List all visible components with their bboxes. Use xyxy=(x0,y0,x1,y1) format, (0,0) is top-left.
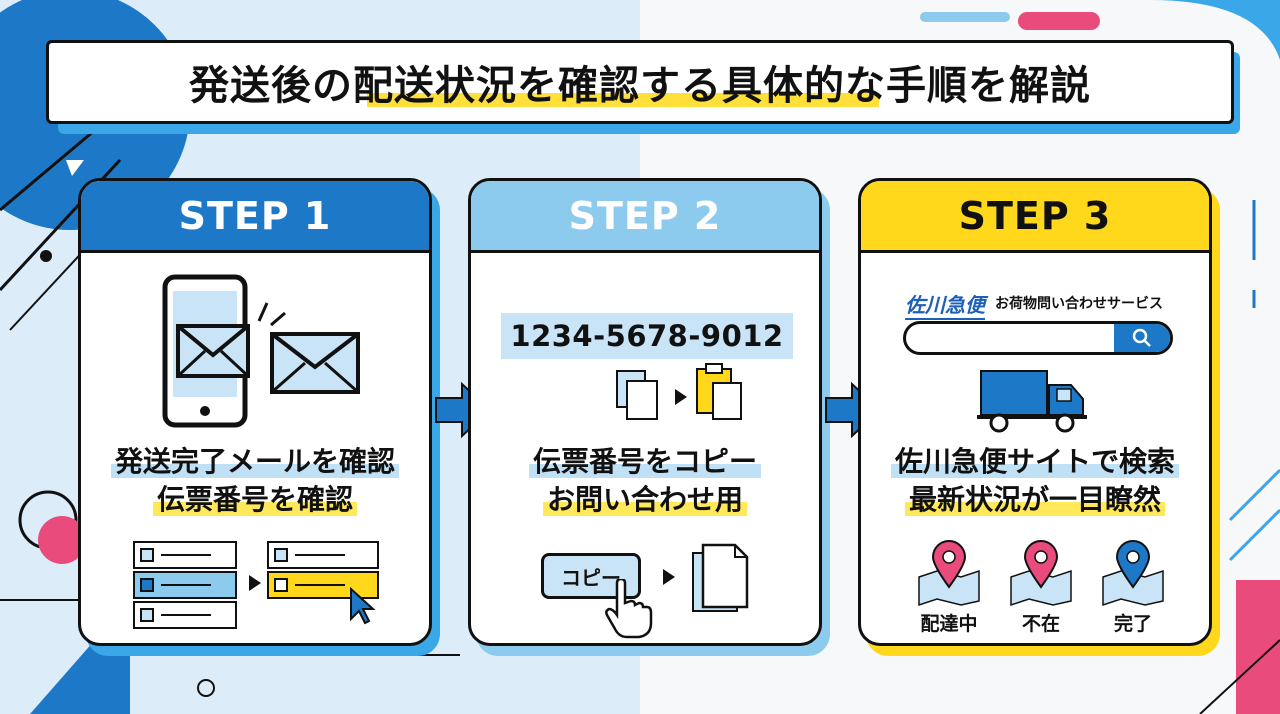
step-3-text: 佐川急便サイトで検索 最新状況が一目瞭然 xyxy=(861,443,1209,519)
map-pin-icon xyxy=(1010,540,1072,607)
arrow-right-icon xyxy=(663,569,675,585)
copy-button[interactable]: コピー xyxy=(541,553,641,599)
envelope-icon xyxy=(176,324,250,378)
envelope-icon xyxy=(270,332,360,394)
clipboard-icon xyxy=(696,363,742,420)
step-2-card: STEP 2 1234-5678-9012 伝票番号をコピー お問い合わせ用 コ… xyxy=(468,178,822,646)
map-pin-icon xyxy=(1102,540,1164,607)
step-2-text: 伝票番号をコピー お問い合わせ用 xyxy=(471,443,819,519)
step-3-header: STEP 3 xyxy=(861,181,1209,253)
tracking-number: 1234-5678-9012 xyxy=(501,313,793,359)
document-icon xyxy=(692,543,749,612)
page-title: 発送後の配送状況を確認する具体的な手順を解説 xyxy=(189,63,1091,109)
hand-pointer-icon xyxy=(605,579,653,639)
arrow-right-icon xyxy=(675,389,687,405)
list-icon xyxy=(133,541,237,629)
step-1-card: STEP 1 発送完了メールを確認 伝票番号を確認 xyxy=(78,178,432,646)
sagawa-logo: 佐川急便 xyxy=(905,289,985,320)
cursor-icon xyxy=(350,586,376,625)
status-absent: 不在 xyxy=(1021,613,1060,635)
status-delivering: 配達中 xyxy=(920,613,978,635)
search-icon xyxy=(1132,328,1151,347)
arrow-right-icon xyxy=(249,575,261,591)
notification-lines xyxy=(257,302,286,327)
step-3-card: STEP 3 佐川急便 お荷物問い合わせサービス 佐川急便サイトで検索 最新状況… xyxy=(858,178,1212,646)
service-name: お荷物問い合わせサービス xyxy=(995,296,1163,312)
step-1-header: STEP 1 xyxy=(81,181,429,253)
copy-icon xyxy=(616,370,658,420)
step-2-header: STEP 2 xyxy=(471,181,819,253)
status-completed: 完了 xyxy=(1113,613,1152,635)
title-banner: 発送後の配送状況を確認する具体的な手順を解説 xyxy=(46,40,1234,124)
truck-icon xyxy=(977,370,1087,433)
list-icon xyxy=(267,541,379,625)
step-1-text: 発送完了メールを確認 伝票番号を確認 xyxy=(81,443,429,519)
map-pin-icon xyxy=(918,540,980,607)
search-input[interactable] xyxy=(903,321,1173,355)
search-button[interactable] xyxy=(1114,324,1170,352)
